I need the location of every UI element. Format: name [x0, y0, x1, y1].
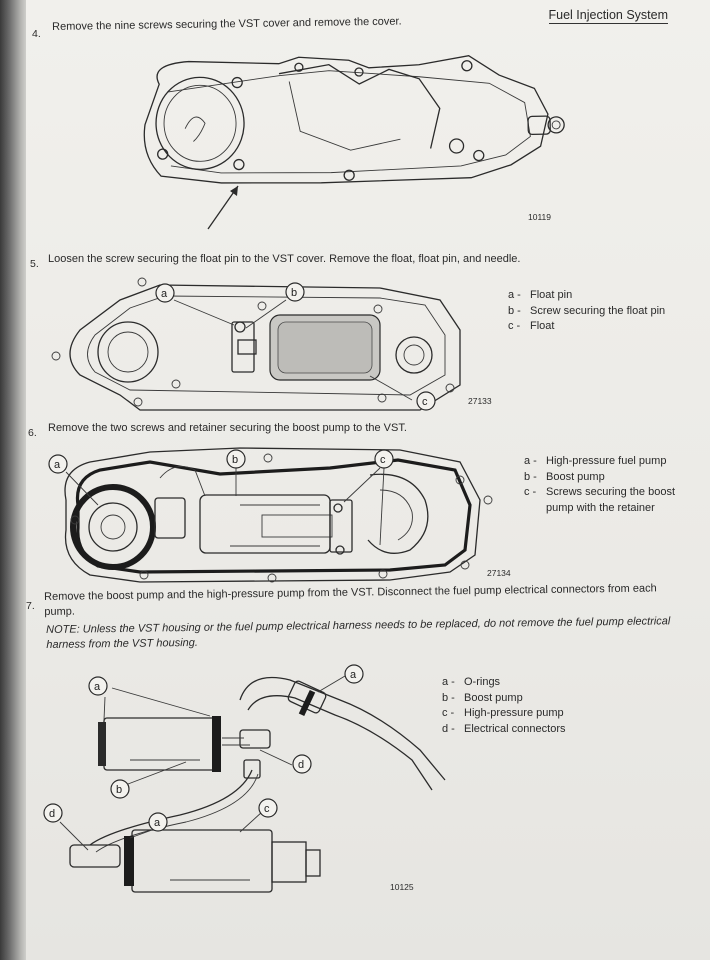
figure-id-10119: 10119	[528, 212, 552, 222]
pointer-arrow	[207, 185, 239, 230]
figure-id-27134: 27134	[487, 568, 511, 578]
book-binding-shadow	[0, 0, 30, 960]
callout-b: b	[116, 784, 122, 796]
callout-d: d	[298, 759, 304, 771]
step-6-text: Remove the two screws and retainer secur…	[48, 422, 407, 434]
figure-27134-legend: a -High-pressure fuel pump b -Boost pump…	[524, 454, 694, 516]
legend-item: a -O-rings	[442, 676, 501, 688]
callout-d: d	[49, 808, 55, 820]
figure-id-10125: 10125	[390, 882, 414, 892]
legend-item: a -High-pressure fuel pump	[524, 455, 667, 467]
section-header: Fuel Injection System	[548, 8, 668, 24]
callout-c: c	[264, 803, 270, 815]
legend-item: a -Float pin	[508, 289, 573, 301]
figure-id-27133: 27133	[468, 396, 492, 406]
figure-10125-legend: a -O-rings b -Boost pump c -High-pressur…	[442, 675, 566, 737]
callout-a: a	[94, 681, 101, 693]
figure-27133-legend: a -Float pin b -Screw securing the float…	[508, 288, 665, 335]
legend-item: d -Electrical connectors	[442, 722, 566, 735]
legend-item: c -Float	[508, 320, 555, 332]
callout-a: a	[350, 669, 357, 681]
legend-item: c -High-pressure pump	[442, 707, 564, 719]
legend-item: b -Boost pump	[524, 470, 605, 483]
manual-page	[26, 0, 710, 960]
legend-item: b -Screw securing the float pin	[508, 304, 666, 317]
callout-c: c	[422, 396, 428, 408]
step-5-number: 5.	[30, 258, 39, 270]
step-4-number: 4.	[32, 28, 41, 40]
callout-a: a	[54, 459, 61, 471]
step-5-text: Loosen the screw securing the float pin …	[48, 253, 521, 265]
callout-c: c	[380, 454, 386, 466]
step-6-number: 6.	[28, 427, 37, 439]
callout-a: a	[154, 817, 161, 829]
legend-item: c -Screws securing the boost pump with t…	[524, 486, 676, 514]
callout-b: b	[232, 454, 238, 466]
callout-a: a	[161, 288, 168, 300]
legend-item: b -Boost pump	[442, 691, 523, 704]
step-7-number: 7.	[26, 600, 35, 612]
callout-b: b	[291, 287, 297, 299]
